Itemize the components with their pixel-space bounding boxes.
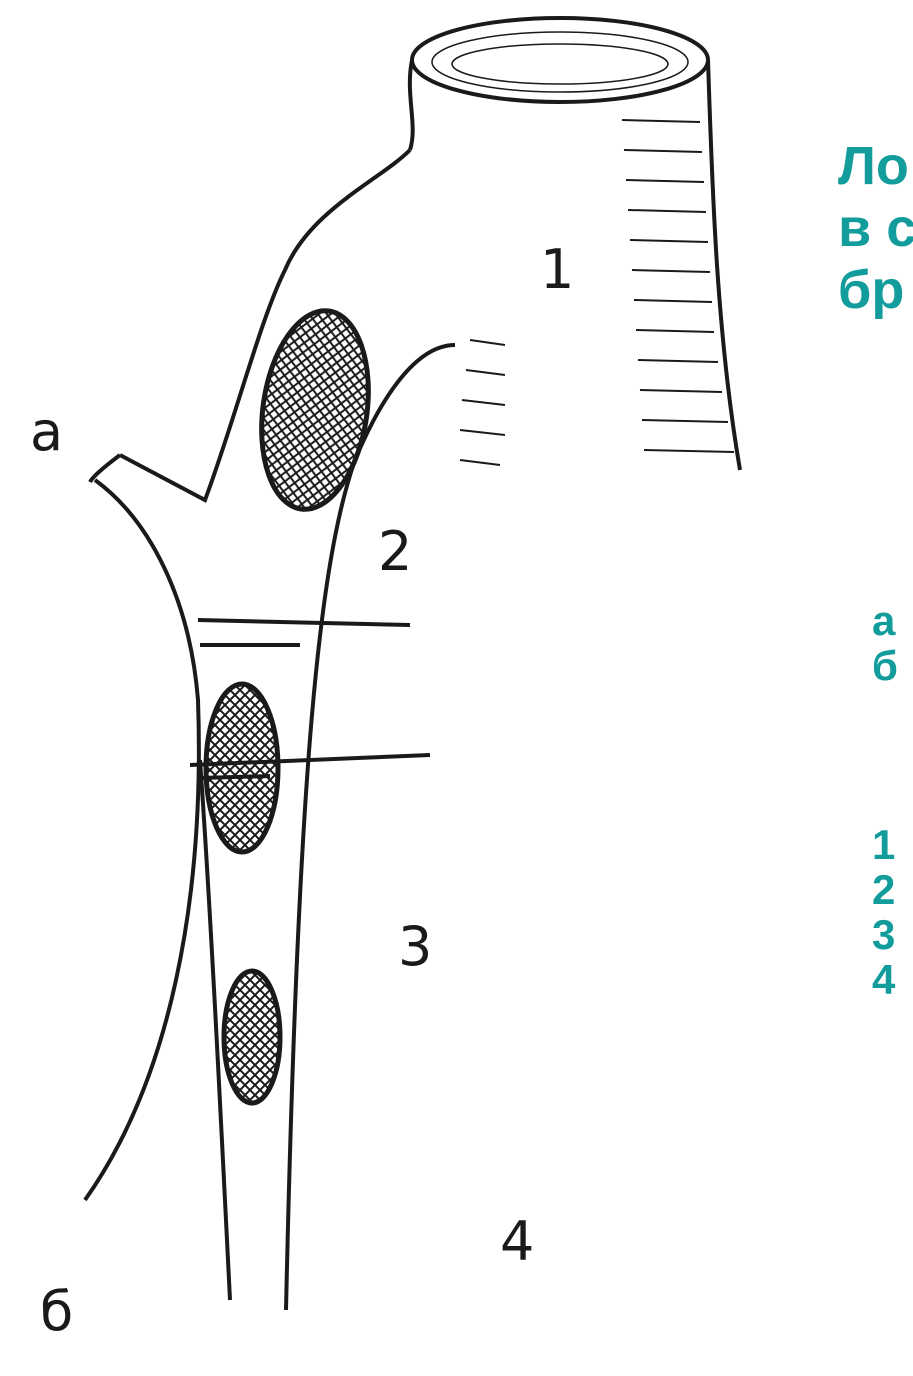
legend-number-4: 4 xyxy=(872,957,913,1002)
legend-number-2: 2 xyxy=(872,867,913,912)
aorta-shading xyxy=(460,120,734,465)
legend-number-3: 3 xyxy=(872,912,913,957)
legend-numbers: 1 2 3 4 xyxy=(872,822,913,1002)
figure-label-b: б xyxy=(40,1280,73,1343)
slide-title: Ло в с бр xyxy=(838,135,913,321)
figure-label-a: а xyxy=(30,400,63,463)
title-line: Ло xyxy=(838,135,913,197)
legend-number-1: 1 xyxy=(872,822,913,867)
figure-label-2: 2 xyxy=(378,520,412,583)
figure-label-1: 1 xyxy=(540,238,574,301)
hatched-node-upper xyxy=(250,304,381,517)
title-line: в с xyxy=(838,197,913,259)
aorta-opening xyxy=(412,18,708,102)
legend-letters: а б xyxy=(872,598,913,688)
aorta-tube xyxy=(410,18,740,470)
figure-label-4: 4 xyxy=(500,1210,534,1273)
hatched-node-middle xyxy=(206,684,278,852)
legend-letter-b: б xyxy=(872,643,913,688)
hatched-node-lower xyxy=(224,971,280,1103)
legend-letter-a: а xyxy=(872,598,913,643)
figure-label-3: 3 xyxy=(398,915,432,978)
title-line: бр xyxy=(838,259,913,321)
